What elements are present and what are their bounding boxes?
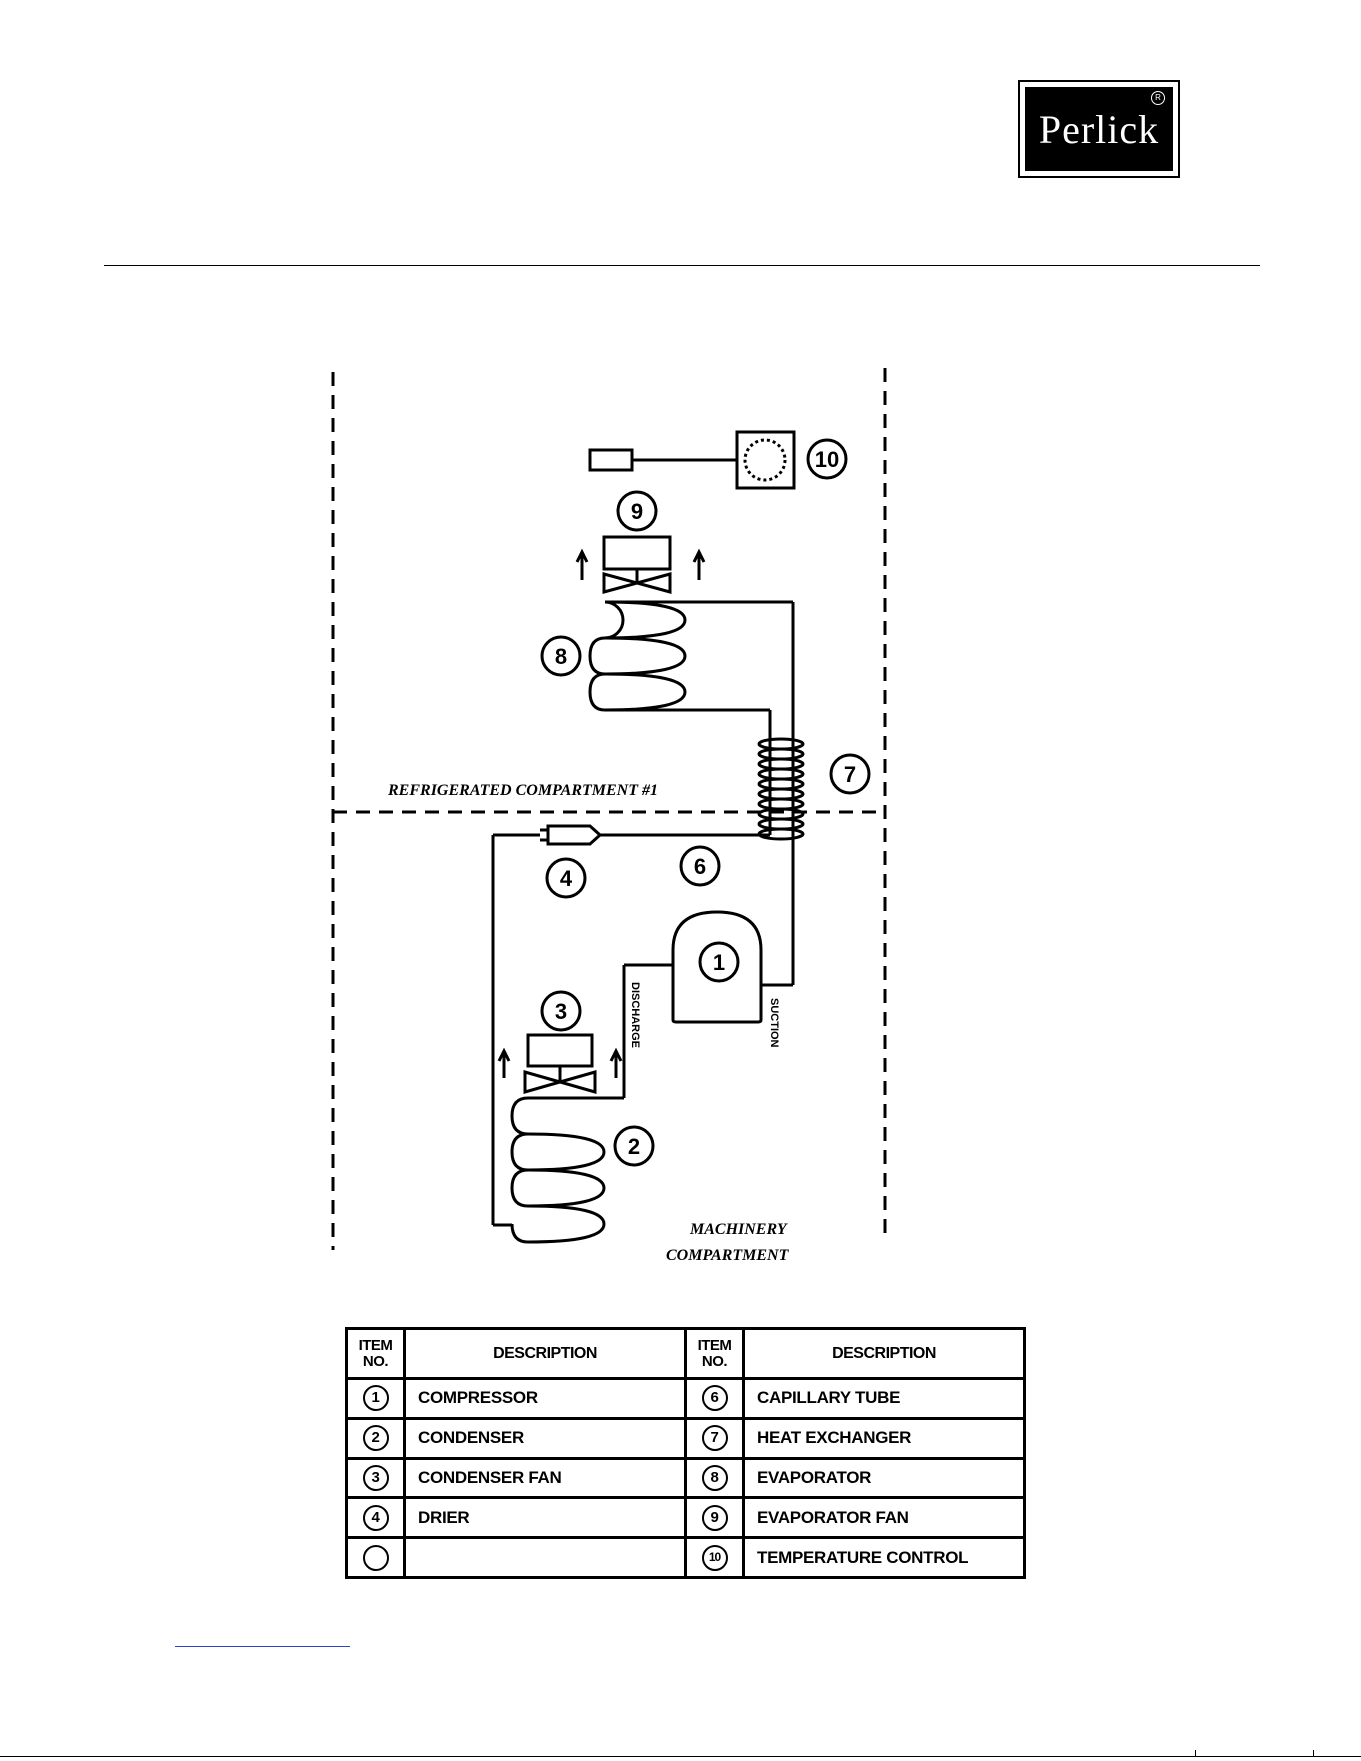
evaporator-coil bbox=[590, 602, 685, 674]
callout-10: 10 bbox=[815, 447, 839, 472]
callout-9: 9 bbox=[631, 499, 643, 524]
machinery-label-line2: COMPARTMENT bbox=[666, 1247, 790, 1264]
item-description: CONDENSER FAN bbox=[405, 1458, 686, 1498]
callout-3: 3 bbox=[555, 999, 567, 1024]
item-number: 8 bbox=[702, 1465, 728, 1491]
callout-7: 7 bbox=[844, 762, 856, 787]
temperature-dial-icon bbox=[745, 440, 785, 480]
item-header-line2: NO. bbox=[363, 1353, 388, 1370]
table-row: 10 TEMPERATURE CONTROL bbox=[347, 1538, 1025, 1578]
item-number: 6 bbox=[702, 1385, 728, 1411]
description-header: DESCRIPTION bbox=[405, 1329, 686, 1379]
item-header-line2: NO. bbox=[702, 1353, 727, 1370]
legend-header-row: ITEM NO. DESCRIPTION ITEM NO. DESCRIPTIO… bbox=[347, 1329, 1025, 1379]
suction-label: SUCTION bbox=[768, 998, 780, 1048]
item-number: 3 bbox=[363, 1465, 389, 1491]
item-no-header: ITEM NO. bbox=[347, 1329, 405, 1379]
item-description: CONDENSER bbox=[405, 1418, 686, 1458]
item-number-cell: 7 bbox=[686, 1418, 744, 1458]
item-number: 1 bbox=[363, 1385, 389, 1411]
item-number-cell bbox=[347, 1538, 405, 1578]
callout-1: 1 bbox=[713, 950, 725, 975]
machinery-label-line1: MACHINERY bbox=[689, 1221, 788, 1238]
item-header-line1: ITEM bbox=[698, 1337, 732, 1354]
item-number bbox=[363, 1545, 389, 1571]
item-number-cell: 3 bbox=[347, 1458, 405, 1498]
callout-4: 4 bbox=[560, 866, 573, 891]
callout-8: 8 bbox=[555, 644, 567, 669]
item-description: EVAPORATOR FAN bbox=[744, 1498, 1025, 1538]
item-number: 4 bbox=[363, 1505, 389, 1531]
footer-link-underline[interactable] bbox=[175, 1646, 350, 1647]
item-number: 2 bbox=[363, 1425, 389, 1451]
drier bbox=[548, 826, 600, 844]
item-description: EVAPORATOR bbox=[744, 1458, 1025, 1498]
item-description bbox=[405, 1538, 686, 1578]
evaporator-fan-motor bbox=[604, 537, 670, 569]
footer-tick bbox=[1313, 1750, 1314, 1756]
item-number: 7 bbox=[702, 1425, 728, 1451]
refrigerated-compartment-label: REFRIGERATED COMPARTMENT #1 bbox=[387, 782, 658, 799]
table-row: 2 CONDENSER 7 HEAT EXCHANGER bbox=[347, 1418, 1025, 1458]
callout-6: 6 bbox=[694, 854, 706, 879]
item-description: HEAT EXCHANGER bbox=[744, 1418, 1025, 1458]
legend-table: ITEM NO. DESCRIPTION ITEM NO. DESCRIPTIO… bbox=[345, 1327, 1026, 1579]
callout-2: 2 bbox=[628, 1134, 640, 1159]
table-row: 4 DRIER 9 EVAPORATOR FAN bbox=[347, 1498, 1025, 1538]
footer-rule bbox=[0, 1756, 1361, 1757]
condenser-fan-motor bbox=[528, 1035, 592, 1066]
description-header: DESCRIPTION bbox=[744, 1329, 1025, 1379]
discharge-label: DISCHARGE bbox=[629, 982, 641, 1048]
item-number-cell: 2 bbox=[347, 1418, 405, 1458]
item-description: DRIER bbox=[405, 1498, 686, 1538]
item-number-cell: 8 bbox=[686, 1458, 744, 1498]
heat-exchanger-coil bbox=[759, 739, 803, 839]
item-number-cell: 9 bbox=[686, 1498, 744, 1538]
item-description: CAPILLARY TUBE bbox=[744, 1379, 1025, 1419]
item-number-cell: 6 bbox=[686, 1379, 744, 1419]
sensor-bulb bbox=[590, 450, 632, 470]
item-no-header: ITEM NO. bbox=[686, 1329, 744, 1379]
footer-tick bbox=[1195, 1750, 1196, 1756]
item-description: TEMPERATURE CONTROL bbox=[744, 1538, 1025, 1578]
table-row: 1 COMPRESSOR 6 CAPILLARY TUBE bbox=[347, 1379, 1025, 1419]
table-row: 3 CONDENSER FAN 8 EVAPORATOR bbox=[347, 1458, 1025, 1498]
item-number: 10 bbox=[702, 1545, 728, 1571]
item-description: COMPRESSOR bbox=[405, 1379, 686, 1419]
item-header-line1: ITEM bbox=[359, 1337, 393, 1354]
item-number-cell: 4 bbox=[347, 1498, 405, 1538]
item-number-cell: 1 bbox=[347, 1379, 405, 1419]
item-number-cell: 10 bbox=[686, 1538, 744, 1578]
item-number: 9 bbox=[702, 1505, 728, 1531]
